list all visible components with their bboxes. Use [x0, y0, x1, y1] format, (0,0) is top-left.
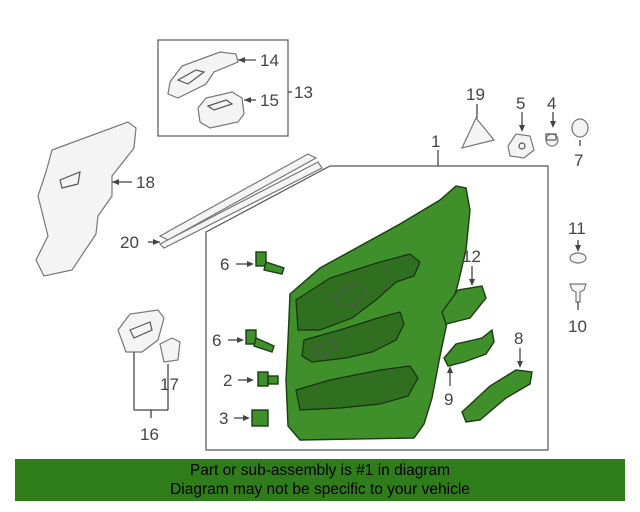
part-7-cap[interactable]: [571, 118, 589, 138]
part-6-screw-lower[interactable]: [245, 329, 275, 353]
callout-7: 7: [574, 151, 583, 170]
callout-4: 4: [547, 94, 556, 113]
part-6-screw-upper[interactable]: [255, 251, 285, 275]
part-9-switch-bracket[interactable]: [443, 328, 495, 367]
part-8-armrest-handle[interactable]: [461, 369, 533, 423]
part-4-grommet[interactable]: [545, 133, 559, 147]
parts-diagram: 1 2 3 4 5 6 6 7 8 9 10 11 12 13 14 15 16…: [35, 39, 589, 451]
part-3-nut-clip[interactable]: [251, 409, 269, 427]
callout-18: 18: [136, 173, 155, 192]
callout-16: 16: [140, 425, 159, 444]
assembly-1-outline: [205, 165, 549, 451]
callout-9: 9: [444, 390, 453, 409]
part-12-bracket[interactable]: [441, 285, 487, 325]
notice-banner: Part or sub-assembly is #1 in diagram Di…: [15, 459, 625, 501]
callout-5: 5: [516, 94, 525, 113]
part-5-clip[interactable]: [507, 133, 535, 159]
part-16-handle-bracket[interactable]: [117, 309, 165, 353]
callout-15: 15: [260, 91, 279, 110]
callout-14: 14: [260, 51, 279, 70]
notice-line-1: Part or sub-assembly is #1 in diagram: [189, 462, 451, 479]
callout-1: 1: [431, 132, 440, 151]
part-20-weatherstrip[interactable]: [158, 153, 323, 249]
part-18-seal-panel[interactable]: [35, 121, 137, 277]
part-10-push-clip[interactable]: [569, 283, 587, 303]
part-2-bolt[interactable]: [257, 371, 279, 387]
callout-6a: 6: [220, 255, 229, 274]
callout-20: 20: [120, 233, 139, 252]
part-17-cover[interactable]: [159, 337, 181, 363]
callout-12: 12: [462, 247, 481, 266]
callout-19: 19: [466, 85, 485, 104]
callout-11: 11: [568, 219, 586, 238]
callout-6b: 6: [212, 331, 221, 350]
part-11-plug[interactable]: [569, 252, 587, 264]
exploded-view: 1 2 3 4 5 6 6 7 8 9 10 11 12 13 14 15 16…: [35, 39, 589, 451]
callout-3: 3: [219, 409, 228, 428]
callout-2: 2: [223, 371, 232, 390]
switch-group-box: [157, 39, 289, 137]
callout-10: 10: [568, 317, 587, 336]
callout-13: 13: [294, 83, 313, 102]
part-15-window-switch[interactable]: [197, 91, 245, 129]
part-1-door-trim-panel[interactable]: [285, 185, 471, 441]
notice-line-2: Diagram may not be specific to your vehi…: [170, 481, 470, 498]
callout-8: 8: [514, 329, 523, 348]
callout-17: 17: [160, 375, 179, 394]
part-14-switch-bezel[interactable]: [167, 51, 239, 99]
part-19-corner-trim[interactable]: [460, 116, 496, 149]
